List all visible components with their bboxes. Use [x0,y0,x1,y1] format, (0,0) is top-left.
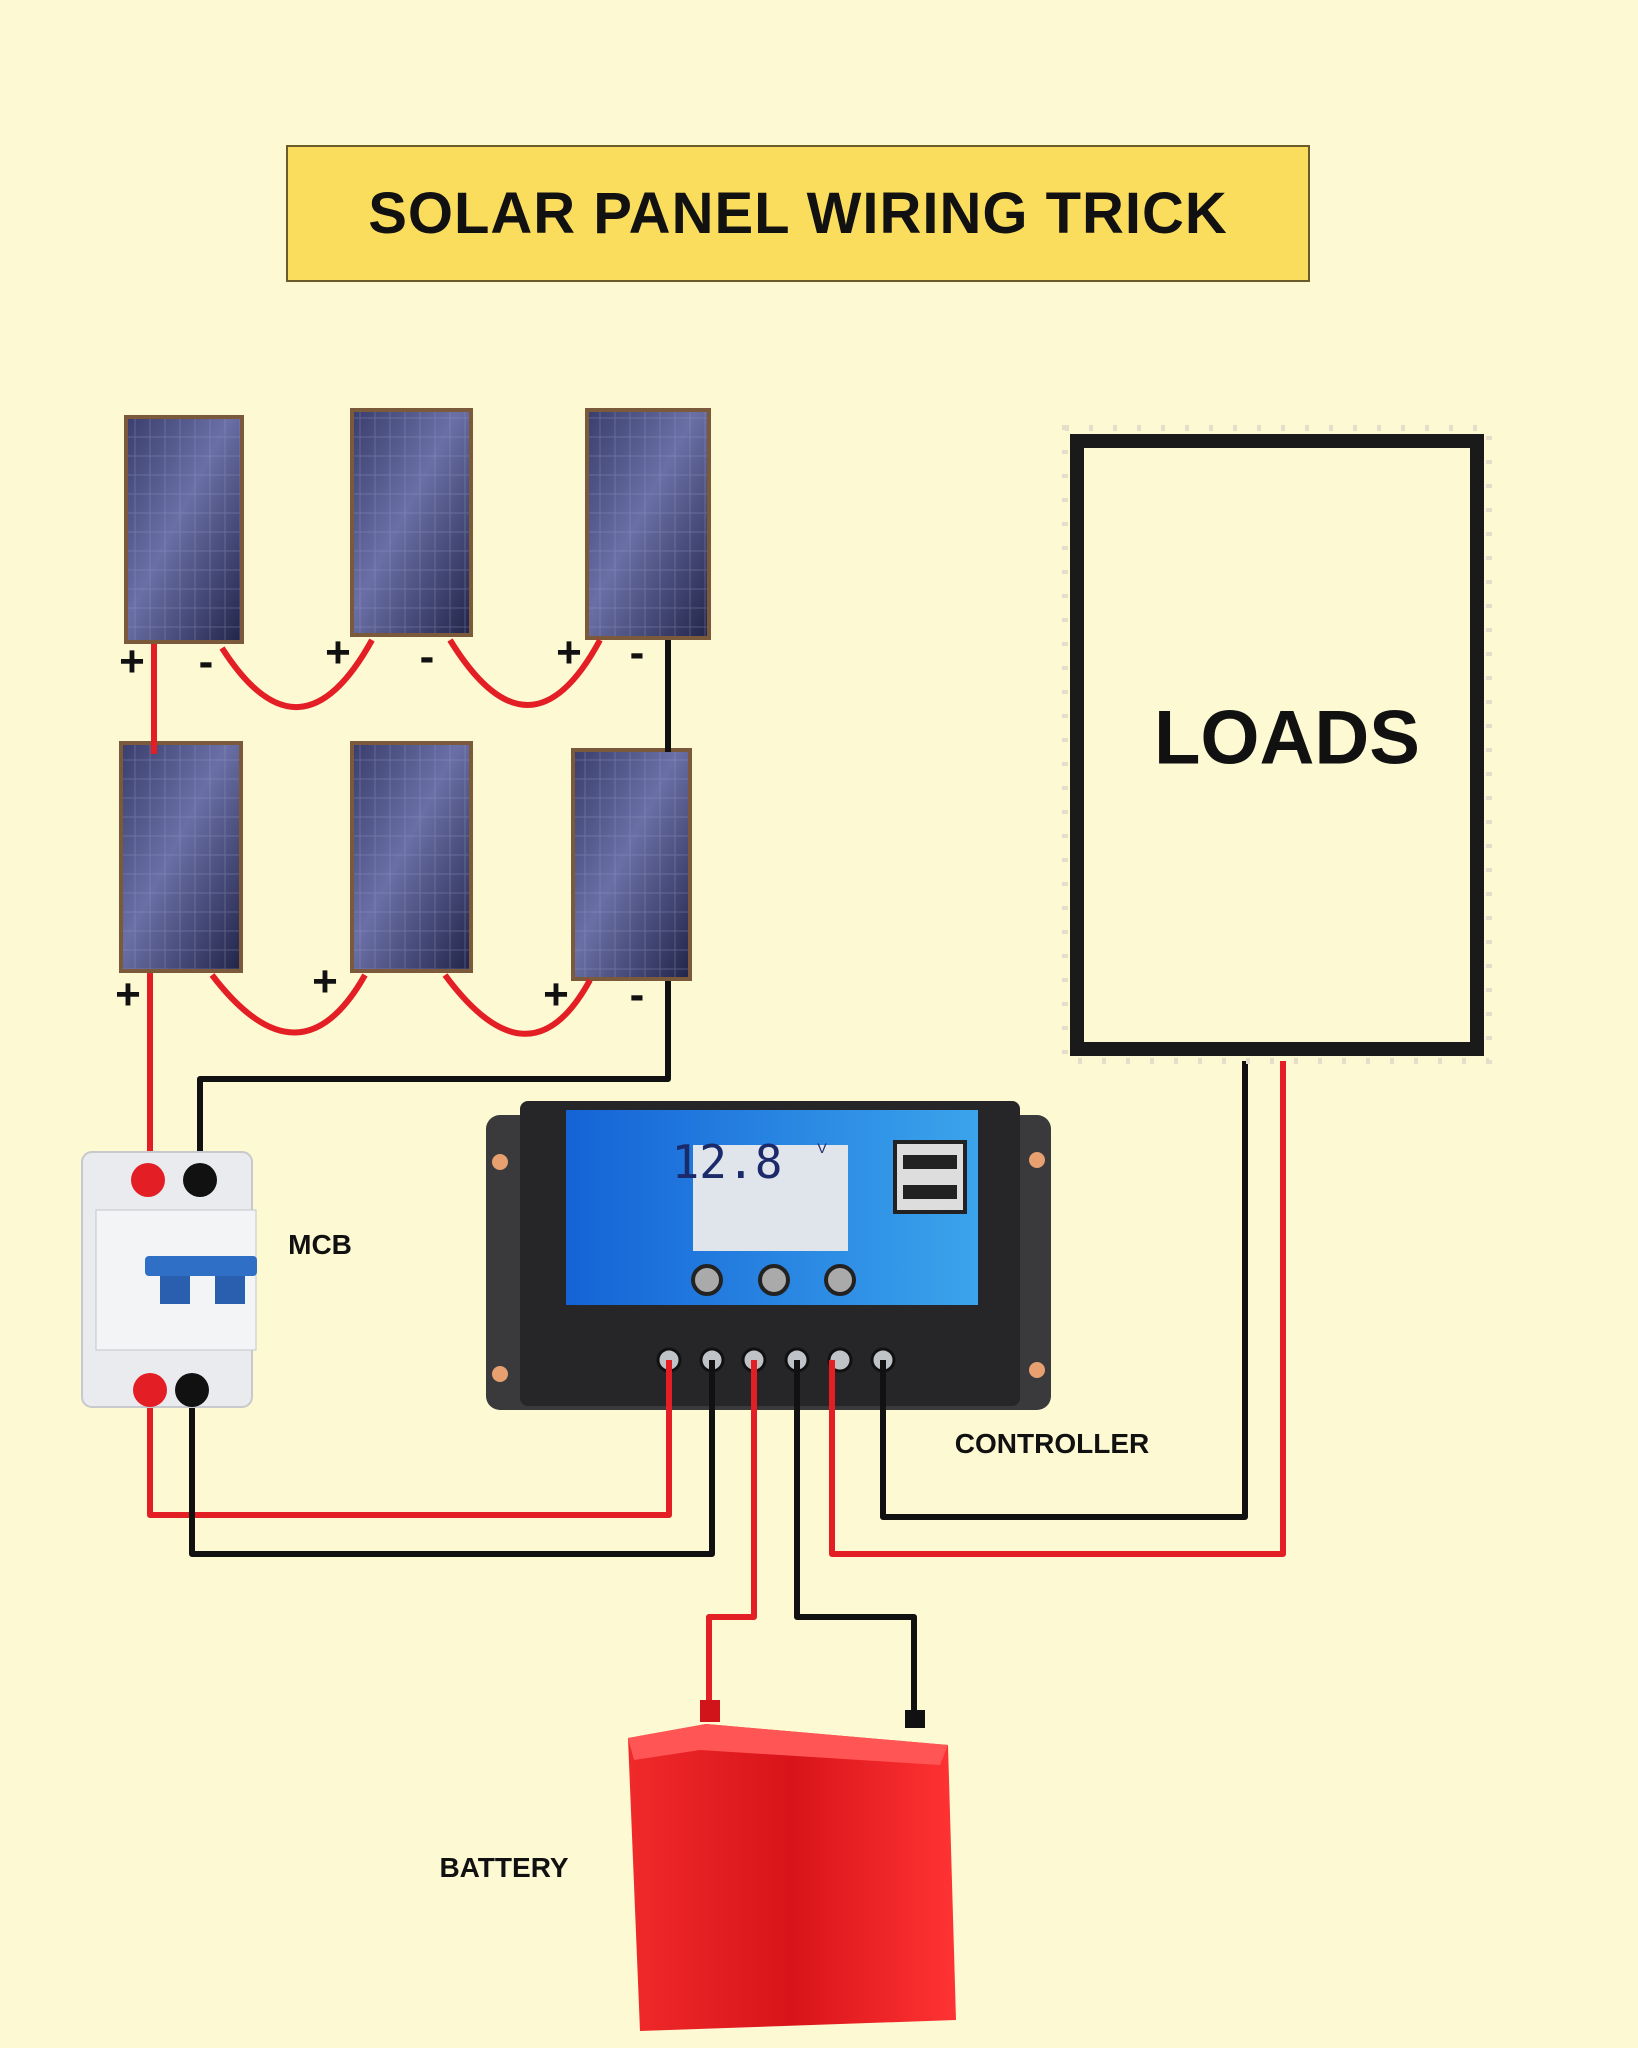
red-wire [219,638,375,710]
solar-panel [124,415,244,644]
solar-panel-array [119,408,711,981]
controller-voltage-reading: 12.8 [671,1135,783,1189]
negative-terminal-label: - [419,632,435,681]
mcb-breaker [81,1151,257,1408]
wires [147,638,1286,1725]
charge-controller [486,1101,1051,1410]
positive-terminal-label: + [556,628,582,677]
solar-panel [350,741,473,973]
positive-terminal-label: + [312,957,338,1006]
page-title: SOLAR PANEL WIRING TRICK [368,181,1228,246]
red-wire [147,1358,672,1518]
negative-terminal-label: - [629,970,645,1019]
positive-terminal-label: + [119,637,145,686]
solar-panel [571,748,692,981]
red-wire [209,973,368,1036]
red-wire [442,973,593,1037]
black-wire [189,1358,715,1557]
solar-panel [350,408,473,637]
red-wire [829,1061,1286,1557]
battery-label: BATTERY [439,1852,569,1883]
controller-label: CONTROLLER [954,1428,1150,1459]
negative-terminal-label: - [198,637,214,686]
black-wire [880,1061,1248,1520]
solar-panel [119,741,243,973]
positive-terminal-label: + [115,970,141,1019]
mcb-label: MCB [288,1229,352,1260]
black-wire [197,981,671,1180]
positive-terminal-label: + [325,628,351,677]
negative-terminal-label: - [629,628,645,677]
red-wire [706,1358,757,1712]
positive-terminal-label: + [543,970,569,1019]
black-wire [794,1358,917,1725]
loads-label: LOADS [1154,695,1420,781]
controller-voltage-unit: V [817,1140,827,1156]
loads-box [1062,425,1492,1064]
title-banner: SOLAR PANEL WIRING TRICK [286,145,1310,282]
battery [628,1700,956,2031]
solar-panel [585,408,711,640]
red-wire [447,638,603,708]
